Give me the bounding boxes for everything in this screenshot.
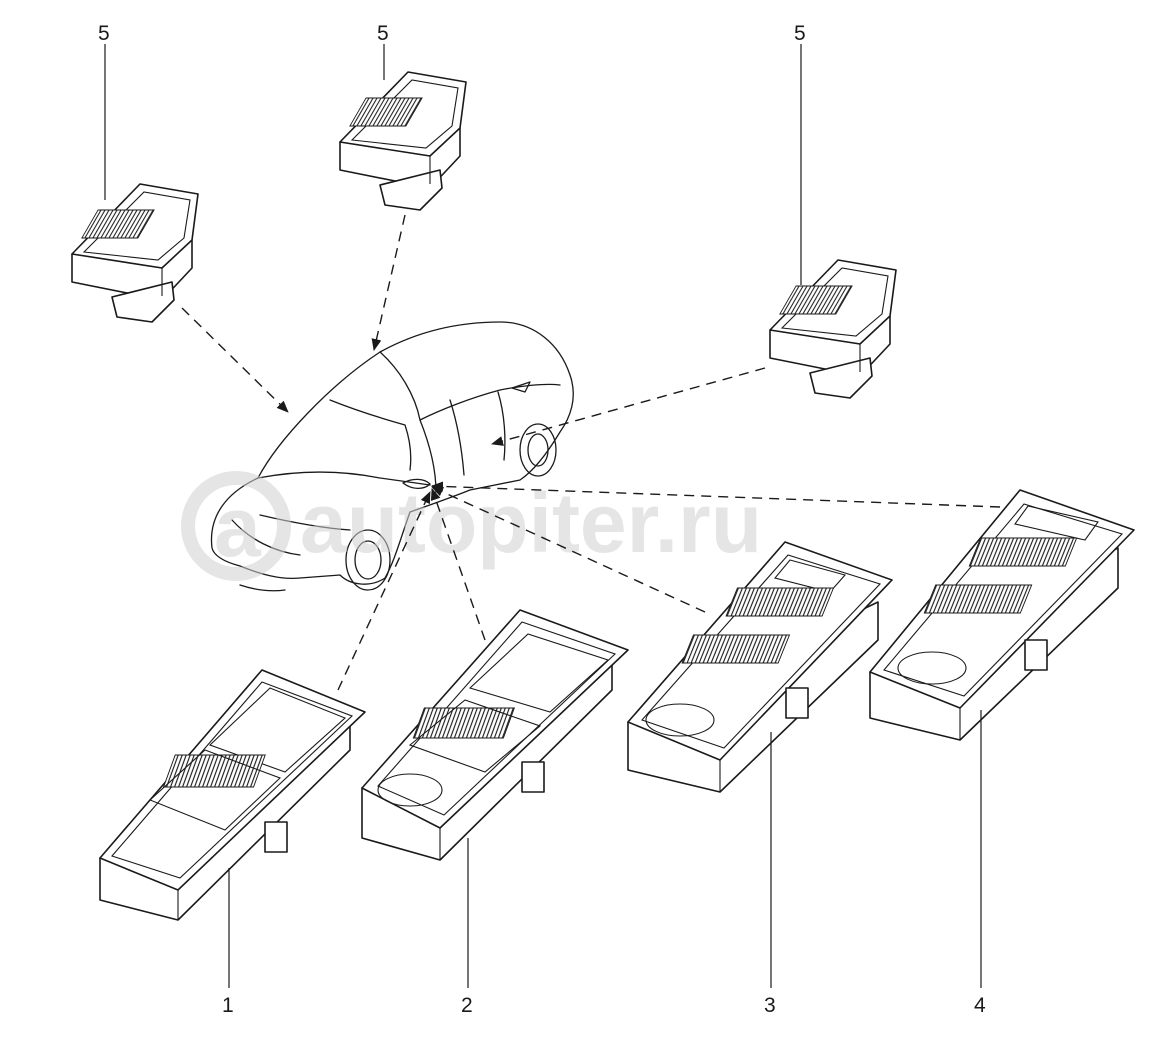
- part-4-switch-block: [869, 489, 1135, 741]
- part-1-switch-block: [99, 669, 366, 921]
- arrow-part-5-middle: [371, 214, 406, 351]
- part-5-switch-left: [71, 183, 199, 323]
- callout-2: 2: [461, 994, 473, 1017]
- part-5-switch-middle: [339, 71, 467, 211]
- arrow-part-2: [430, 488, 486, 641]
- leader-lines: [104, 44, 982, 988]
- arrow-part-5-left: [181, 307, 289, 413]
- watermark: a autopiter.ru: [181, 471, 762, 581]
- watermark-text: autopiter.ru: [300, 476, 762, 570]
- part-3-switch-block: [627, 541, 893, 793]
- watermark-logo-letter: a: [214, 480, 262, 574]
- arrow-part-5-right: [491, 367, 766, 446]
- car-illustration: [210, 321, 574, 592]
- arrow-part-4: [431, 481, 1001, 508]
- arrow-part-1: [337, 491, 431, 691]
- callout-3: 3: [764, 994, 776, 1017]
- callout-5-right: 5: [794, 22, 806, 45]
- watermark-logo-icon: [181, 471, 291, 581]
- part-5-switch-right: [769, 259, 897, 399]
- callout-4: 4: [974, 994, 986, 1017]
- callout-5-middle: 5: [377, 22, 389, 45]
- assembly-arrows: [181, 214, 1001, 691]
- callout-5-left: 5: [98, 22, 110, 45]
- callouts: 5 5 5 1 2 3 4: [98, 22, 986, 1017]
- part-2-switch-block: [361, 609, 629, 861]
- callout-1: 1: [222, 994, 234, 1017]
